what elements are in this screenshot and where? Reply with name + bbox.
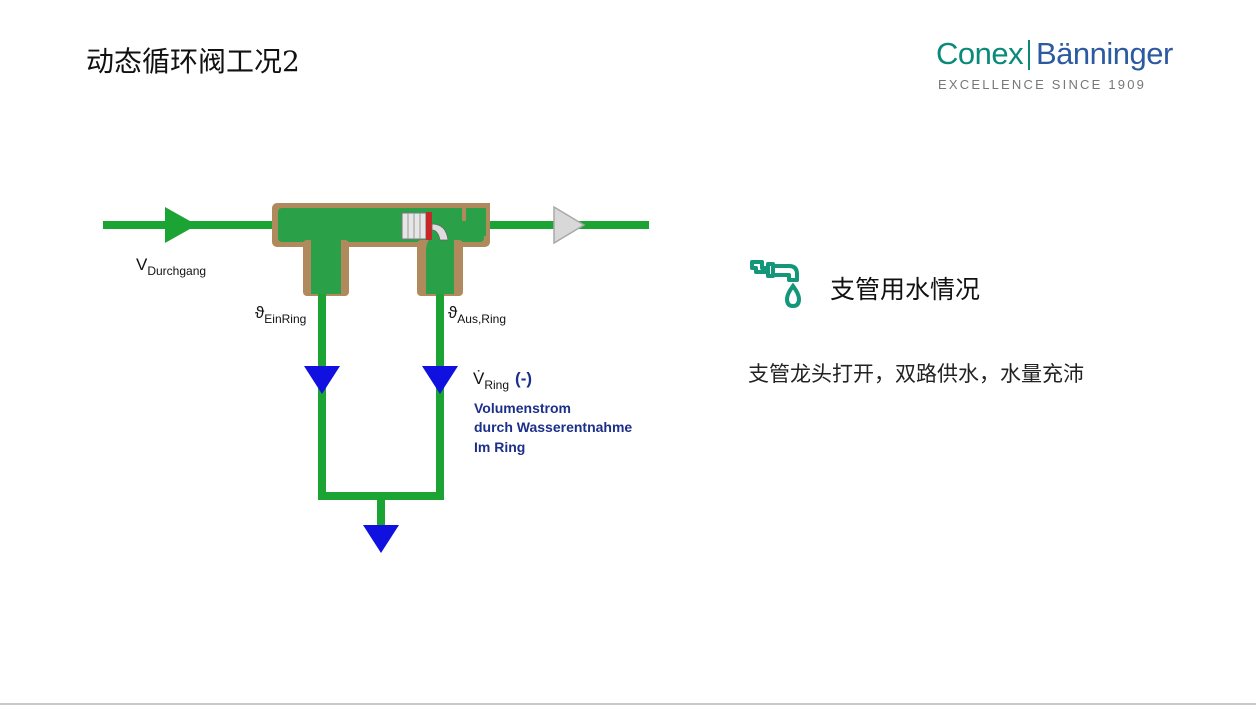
section-body: 支管龙头打开，双路供水，水量充沛	[748, 362, 1084, 386]
section-heading: 支管用水情况	[830, 275, 981, 304]
drain-arrow	[363, 525, 399, 553]
brand-logo: Conex Bänninger EXCELLENCE SINCE 1909	[936, 36, 1186, 96]
valve-body	[272, 203, 490, 296]
temp-out-label: ϑAus,Ring	[448, 303, 506, 326]
ring-note-line2: durch Wasserentnahme	[474, 419, 632, 435]
ring-left-arrow	[304, 366, 340, 394]
logo-tagline: EXCELLENCE SINCE 1909	[938, 77, 1147, 92]
logo-divider	[1028, 40, 1030, 70]
main-inflow-arrow	[165, 207, 197, 243]
faucet-icon	[750, 260, 802, 309]
ring-note-line1: Volumenstrom	[474, 400, 571, 416]
ring-note-line3: Im Ring	[474, 439, 525, 455]
ring-right-arrow	[422, 366, 458, 394]
ring-flow-label: V̇Ring(-)	[473, 369, 532, 392]
temp-in-label: ϑEinRing	[255, 303, 306, 326]
main-flow-label: VDurchgang	[136, 255, 206, 278]
valve-flow-diagram: VDurchgang ϑEinRing ϑAus,Ring V̇Ring(-) …	[103, 203, 649, 553]
logo-word-banninger: Bänninger	[1036, 36, 1173, 71]
bottom-divider	[0, 703, 1256, 705]
page-title: 动态循环阀工况2	[86, 45, 300, 78]
main-outflow-arrow	[553, 205, 586, 245]
logo-word-conex: Conex	[936, 36, 1024, 71]
